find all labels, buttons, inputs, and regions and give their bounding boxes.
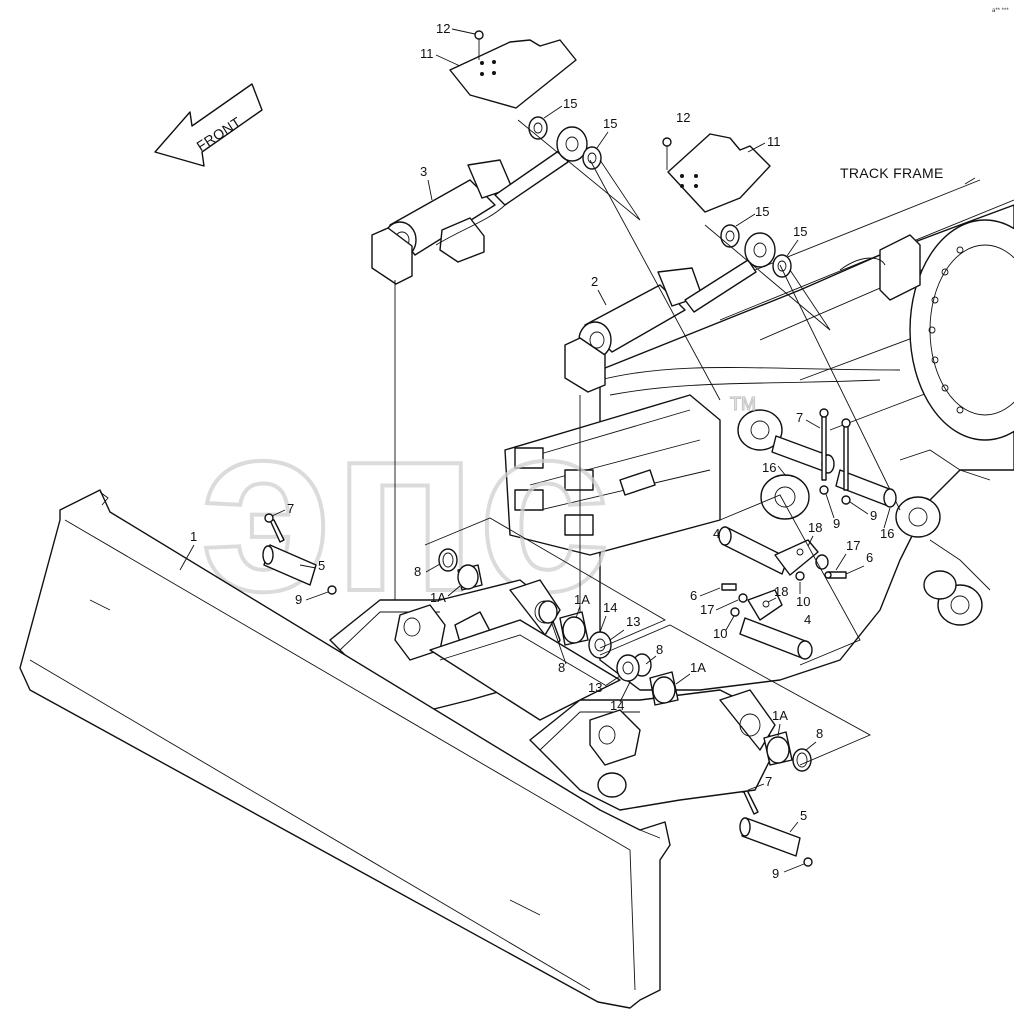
bolt-7-right: [819, 408, 851, 505]
track-frame-label: TRACK FRAME: [840, 165, 944, 181]
guide-line: [779, 264, 901, 511]
callout-14: 14: [603, 600, 617, 615]
callout-8: 8: [656, 642, 663, 657]
front-arrow-indicator: FRONT: [154, 83, 263, 167]
pin-16: [771, 435, 897, 508]
callout-1A: 1A: [430, 590, 446, 605]
callout-3: 3: [420, 164, 427, 179]
callout-9: 9: [295, 592, 302, 607]
hydraulic-cylinder-2: [564, 232, 776, 393]
callout-15: 15: [603, 116, 617, 131]
cover-plate-11-right: [667, 133, 771, 213]
callout-17: 17: [700, 602, 714, 617]
callout-7: 7: [765, 774, 772, 789]
callout-11: 11: [420, 46, 434, 61]
callout-11: 11: [767, 134, 781, 149]
callout-4: 4: [713, 526, 720, 541]
track-frame-leader: [964, 177, 976, 185]
pin-5-left: [262, 513, 337, 595]
callout-5: 5: [318, 558, 325, 573]
callout-13: 13: [626, 614, 640, 629]
callout-6: 6: [690, 588, 697, 603]
snap-ring-15: [528, 116, 792, 278]
callout-15: 15: [793, 224, 807, 239]
bolt-12-upper: [474, 30, 484, 60]
pin-5-right: [738, 783, 813, 867]
callout-9: 9: [833, 516, 840, 531]
callout-10: 10: [796, 594, 810, 609]
callout-8: 8: [558, 660, 565, 675]
callout-14: 14: [610, 698, 624, 713]
frame-beam: [504, 367, 901, 556]
callout-15: 15: [563, 96, 577, 111]
shim-13-14: [588, 631, 640, 682]
assembly-boundary: [599, 624, 872, 766]
callout-10: 10: [713, 626, 727, 641]
callout-1A: 1A: [690, 660, 706, 675]
callout-5: 5: [800, 808, 807, 823]
watermark-tm: TM: [730, 394, 756, 414]
bolt-17-6: [721, 571, 847, 617]
guide-line: [589, 159, 721, 401]
callout-7: 7: [287, 501, 294, 516]
guide-line: [704, 224, 831, 331]
bushing-1A: [457, 564, 793, 766]
callout-17: 17: [846, 538, 860, 553]
assembly-boundary: [719, 494, 861, 666]
bolt-12-right: [662, 137, 672, 170]
callout-1A: 1A: [772, 708, 788, 723]
guide-line: [517, 119, 641, 221]
callout-9: 9: [870, 508, 877, 523]
callout-15: 15: [755, 204, 769, 219]
pin-4-lower: [739, 589, 813, 660]
callout-7: 7: [796, 410, 803, 425]
callout-6: 6: [866, 550, 873, 565]
dozer-blade-1: [19, 489, 671, 1009]
callout-9: 9: [772, 866, 779, 881]
callout-8: 8: [414, 564, 421, 579]
pin-4-upper: [718, 526, 829, 576]
callout-16: 16: [880, 526, 894, 541]
callout-12: 12: [676, 110, 690, 125]
callout-16: 16: [762, 460, 776, 475]
callout-2: 2: [591, 274, 598, 289]
callout-labels: 12 11 15 15 3 12 11 15 15 2 7 16 16 9 9 …: [179, 21, 894, 881]
cover-plate-11-upper: [449, 39, 577, 109]
callout-1A: 1A: [574, 592, 590, 607]
callout-4: 4: [804, 612, 811, 627]
blade-frame-crossbar: [429, 619, 621, 721]
callout-12: 12: [436, 21, 450, 36]
assembly-boundary: [424, 517, 666, 649]
callout-13: 13: [588, 680, 602, 695]
push-arm-right: [529, 689, 776, 811]
callout-8: 8: [816, 726, 823, 741]
callout-1: 1: [190, 529, 197, 544]
hydraulic-cylinder-3: [371, 126, 588, 285]
callout-18: 18: [774, 584, 788, 599]
callout-18: 18: [808, 520, 822, 535]
sprocket-bolt-holes: [928, 246, 964, 414]
corner-code: a** ***: [992, 8, 1009, 14]
